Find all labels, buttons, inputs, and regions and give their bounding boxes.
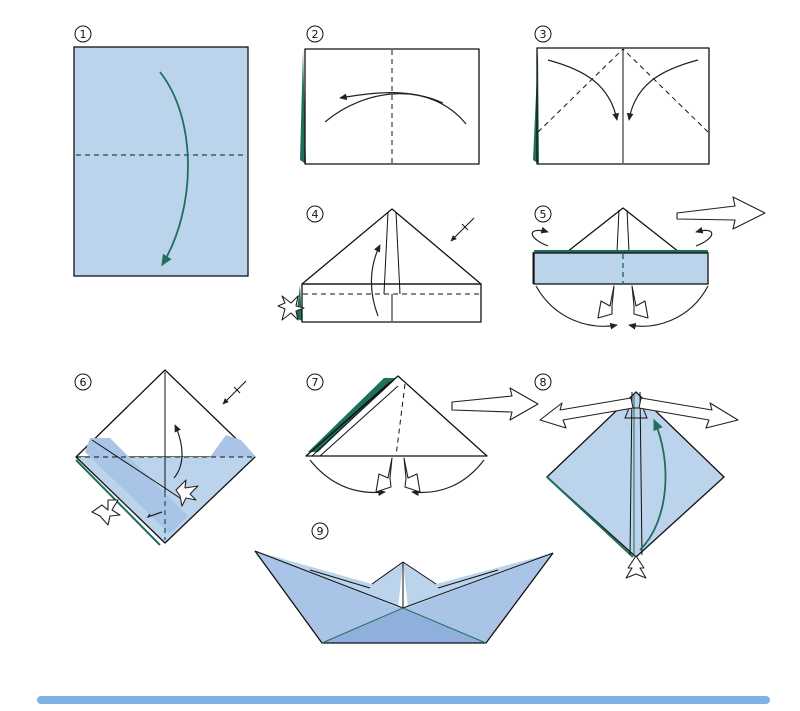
step-6: 6 xyxy=(74,369,256,546)
hollow-push-arrow-icon xyxy=(676,196,766,230)
step-number-3: 3 xyxy=(534,25,552,43)
paper-edge-green xyxy=(534,250,708,254)
fold-arrow-icon xyxy=(324,93,467,125)
svg-text:2: 2 xyxy=(312,28,319,41)
boat-left-hull xyxy=(255,551,403,643)
blue-flap-right xyxy=(210,435,256,457)
fold-arrow-icon xyxy=(628,285,709,330)
step-5: 5 xyxy=(531,196,766,330)
svg-text:7: 7 xyxy=(312,376,319,389)
paper-edge-green xyxy=(533,50,539,164)
step-8: 8 xyxy=(534,373,739,579)
hollow-push-arrow-icon xyxy=(91,499,121,526)
hollow-push-arrow-icon xyxy=(375,457,393,493)
step-number-4: 4 xyxy=(306,205,324,223)
svg-text:3: 3 xyxy=(540,28,547,41)
mountain-fold-mark-icon xyxy=(222,380,247,405)
svg-text:9: 9 xyxy=(317,525,324,538)
folded-triangle xyxy=(301,208,482,285)
svg-text:6: 6 xyxy=(80,376,87,389)
step-7: 7 xyxy=(305,373,539,497)
fold-arrow-icon xyxy=(411,459,485,497)
step-number-2: 2 xyxy=(306,25,324,43)
fold-arrow-icon xyxy=(535,285,618,330)
step-number-8: 8 xyxy=(534,373,552,391)
fold-arrow-icon xyxy=(626,59,699,121)
fold-arrow-icon xyxy=(309,459,386,497)
hollow-push-arrow-icon xyxy=(539,397,634,429)
hollow-push-arrow-icon xyxy=(403,457,421,493)
step-1: 1 xyxy=(73,25,249,277)
step-number-6: 6 xyxy=(74,373,92,391)
fold-arrow-icon xyxy=(547,59,619,121)
fold-arrow-icon xyxy=(639,418,667,551)
step-number-1: 1 xyxy=(74,25,92,43)
fold-arrow-icon xyxy=(159,71,189,267)
blue-band xyxy=(533,252,709,285)
bottom-divider-bar xyxy=(37,696,770,704)
paper-sheet xyxy=(73,46,249,277)
boat-right-hull xyxy=(403,553,553,643)
svg-text:8: 8 xyxy=(540,376,547,389)
fold-arrow-icon xyxy=(695,226,713,247)
boat-outline xyxy=(254,550,554,644)
paper-edge-green xyxy=(296,285,302,321)
step-4: 4 xyxy=(277,205,482,323)
mountain-fold-mark-icon xyxy=(450,217,475,242)
diamond-paper xyxy=(546,391,725,558)
hollow-push-arrow-icon xyxy=(638,397,739,429)
folded-paper xyxy=(536,47,710,165)
center-seam xyxy=(383,211,401,295)
fold-arrow-icon xyxy=(370,244,381,317)
hollow-push-arrow-icon xyxy=(175,479,199,507)
step-number-5: 5 xyxy=(534,205,552,223)
hollow-push-arrow-icon xyxy=(277,295,305,321)
folded-triangle xyxy=(566,207,680,253)
step-3: 3 xyxy=(533,25,710,165)
fold-arrow-icon xyxy=(531,226,549,247)
fold-line xyxy=(622,48,709,133)
fold-arrow-icon xyxy=(339,92,444,104)
fold-line xyxy=(537,48,624,133)
boat-bottom xyxy=(322,608,486,643)
center-seam xyxy=(395,383,406,457)
svg-text:5: 5 xyxy=(540,208,547,221)
step-2: 2 xyxy=(300,25,480,165)
fold-arrow-icon xyxy=(173,424,183,479)
bottom-flap xyxy=(301,283,482,323)
folded-paper xyxy=(304,48,480,165)
blue-flap xyxy=(85,438,188,534)
hollow-push-arrow-icon xyxy=(625,555,647,579)
hollow-push-arrow-icon xyxy=(597,285,615,319)
fold-arrow-icon xyxy=(146,511,163,519)
step-number-9: 9 xyxy=(311,522,329,540)
hollow-push-arrow-icon xyxy=(631,285,649,319)
step-number-7: 7 xyxy=(306,373,324,391)
step-9: 9 xyxy=(254,522,554,644)
svg-text:1: 1 xyxy=(80,28,87,41)
svg-text:4: 4 xyxy=(312,208,319,221)
hollow-push-arrow-icon xyxy=(451,387,539,421)
